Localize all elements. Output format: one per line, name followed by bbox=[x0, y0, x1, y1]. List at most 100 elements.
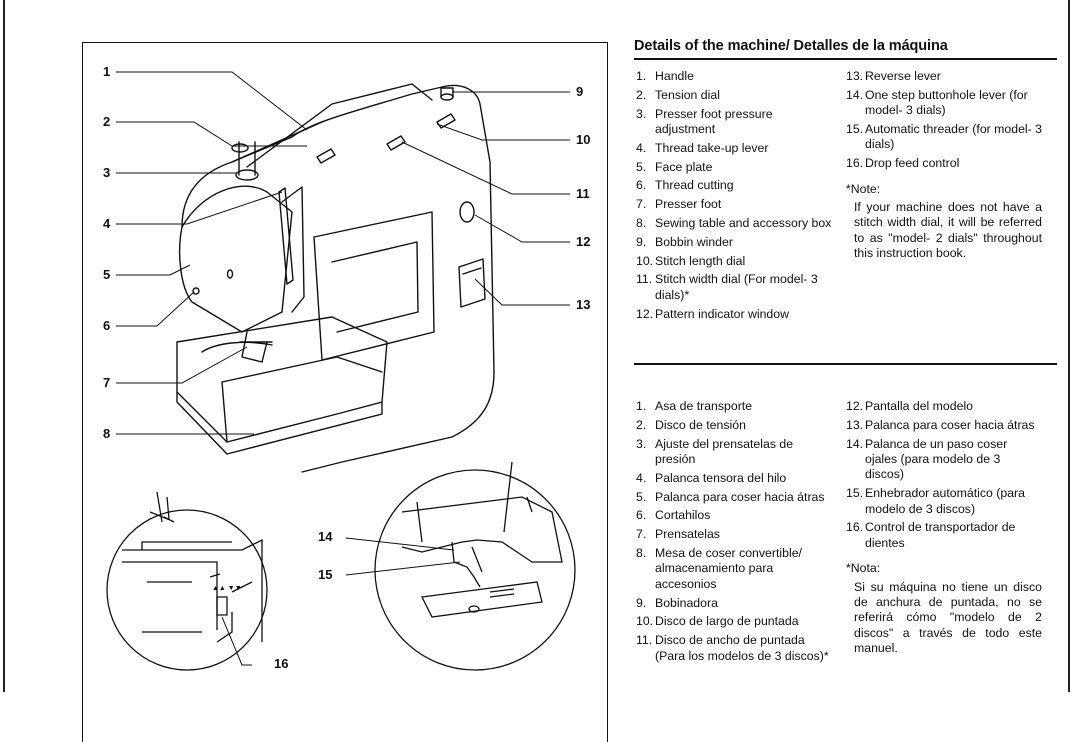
item-number: 6. bbox=[636, 508, 647, 523]
item-number: 16. bbox=[846, 520, 864, 535]
list-item: 12.Pattern indicator window bbox=[636, 307, 833, 322]
item-number: 16. bbox=[846, 156, 864, 171]
item-text: Pattern indicator window bbox=[655, 306, 789, 321]
note-body: Si su máquina no tiene un disco de anchu… bbox=[854, 579, 1042, 656]
item-number: 10. bbox=[636, 253, 654, 268]
list-item: 3. Ajuste del prensatelas de presión bbox=[636, 437, 833, 468]
list-item: 6.Cortahilos bbox=[636, 508, 833, 523]
item-number: 11. bbox=[636, 633, 653, 648]
callout-10: 10 bbox=[576, 132, 591, 147]
item-number: 12. bbox=[636, 306, 654, 321]
item-text: Asa de transporte bbox=[655, 399, 753, 413]
list-item: 5. Face plate bbox=[636, 160, 833, 175]
item-number: 9. bbox=[636, 595, 647, 610]
item-text: Presser foot bbox=[655, 197, 722, 212]
item-number: 4. bbox=[636, 140, 647, 155]
callout-6: 6 bbox=[103, 318, 111, 333]
item-text: Prensatelas bbox=[655, 527, 720, 542]
list-item: 8.Mesa de coser convertible/ almacenamie… bbox=[636, 546, 833, 592]
callout-13: 13 bbox=[576, 297, 591, 312]
item-text: Pantalla del modelo bbox=[865, 399, 974, 413]
item-text: Sewing table and accessory box bbox=[655, 215, 832, 230]
item-number: 13. bbox=[846, 417, 864, 432]
svg-text:▲▲ ▼▼: ▲▲ ▼▼ bbox=[212, 585, 242, 592]
list-item: 4.Palanca tensora del hilo bbox=[636, 471, 833, 486]
item-number: 5. bbox=[636, 159, 647, 174]
list-item: 16.Drop feed control bbox=[846, 156, 1042, 171]
item-number: 6. bbox=[636, 178, 647, 193]
bobbin-winder bbox=[440, 93, 454, 101]
item-number: 7. bbox=[636, 527, 647, 542]
list-item: 15.Automatic threader (for model- 3 dial… bbox=[846, 122, 1042, 153]
stitch-width-dial bbox=[386, 135, 406, 151]
item-text: Disco de ancho de puntada (Para los mode… bbox=[655, 633, 829, 663]
list-item: 5.Palanca para coser hacia átras bbox=[636, 490, 833, 505]
callout-11: 11 bbox=[576, 186, 590, 201]
list-item: 9.Bobbin winder bbox=[636, 235, 833, 250]
pattern-window bbox=[459, 201, 475, 223]
callout-5: 5 bbox=[103, 267, 111, 282]
note-heading: *Nota: bbox=[846, 561, 881, 576]
page-title: Details of the machine/ Detalles de la m… bbox=[634, 38, 948, 54]
item-number: 11. bbox=[636, 272, 653, 287]
item-text: Face plate bbox=[655, 159, 713, 174]
item-number: 5. bbox=[636, 489, 647, 504]
list-item: 6. Thread cutting bbox=[636, 178, 833, 193]
item-text: Reverse lever bbox=[865, 69, 941, 83]
item-number: 12. bbox=[846, 399, 864, 413]
sewing-table bbox=[176, 316, 388, 443]
item-text: Handle bbox=[655, 69, 694, 83]
list-item: 10.Stitch length dial bbox=[636, 254, 833, 269]
item-number: 14. bbox=[846, 436, 864, 451]
list-item: 16.Control de transportador de dientes bbox=[846, 520, 1042, 551]
item-number: 9. bbox=[636, 234, 647, 249]
list-item: 11.Stitch width dial (For model- 3 dials… bbox=[636, 272, 833, 303]
item-number: 15. bbox=[846, 122, 864, 136]
item-text: Control de transportador de dientes bbox=[865, 520, 1016, 550]
item-number: 1. bbox=[636, 69, 647, 83]
tension-dial bbox=[235, 169, 259, 181]
item-text: Stitch length dial bbox=[655, 253, 746, 268]
item-text: Thread take-up lever bbox=[655, 140, 769, 155]
list-item: 14.Palanca de un paso coser ojales (para… bbox=[846, 437, 1042, 483]
item-number: 4. bbox=[636, 470, 647, 485]
item-number: 8. bbox=[636, 215, 647, 230]
list-item: 1. Handle bbox=[636, 69, 833, 84]
item-text: Mesa de coser convertible/ almacenamient… bbox=[655, 545, 802, 591]
list-item: 14.One step buttonhole lever (for model-… bbox=[846, 88, 1042, 119]
arm-opening bbox=[313, 211, 435, 361]
illustration-frame bbox=[82, 42, 608, 742]
item-text: Ajuste del prensatelas de presión bbox=[655, 436, 794, 466]
list-item: 15.Enhebrador automático (para modelo de… bbox=[846, 486, 1042, 517]
item-text: Disco de tensión bbox=[655, 417, 746, 432]
list-item: 11.Disco de ancho de puntada (Para los m… bbox=[636, 633, 833, 664]
item-text: Thread cutting bbox=[655, 178, 734, 193]
list-item: 9.Bobinadora bbox=[636, 596, 833, 611]
item-number: 2. bbox=[636, 417, 647, 432]
face-plate bbox=[179, 185, 293, 333]
stitch-length-dial bbox=[316, 148, 336, 164]
item-text: Palanca para coser hacia átras bbox=[865, 417, 1035, 432]
item-number: 10. bbox=[636, 614, 654, 629]
detail-circle-threader bbox=[374, 469, 576, 671]
callout-12: 12 bbox=[576, 234, 591, 249]
list-item: 10.Disco de largo de puntada bbox=[636, 614, 833, 629]
list-item: 1.Asa de transporte bbox=[636, 399, 833, 414]
detail-circle-drop-feed bbox=[106, 509, 268, 671]
note-heading: *Note: bbox=[846, 181, 881, 196]
callout-16: 16 bbox=[274, 656, 289, 671]
callout-4: 4 bbox=[103, 216, 111, 231]
machine-handle bbox=[246, 83, 433, 168]
list-item: 2.Tension dial bbox=[636, 88, 833, 103]
item-number: 3. bbox=[636, 436, 647, 451]
machine-body bbox=[181, 84, 495, 473]
callout-2: 2 bbox=[103, 114, 111, 129]
list-item: 7. Prensatelas bbox=[636, 527, 833, 542]
callout-7: 7 bbox=[103, 375, 111, 390]
item-text: One step buttonhole lever (for model- 3 … bbox=[865, 87, 1028, 118]
callout-8: 8 bbox=[103, 426, 111, 441]
callout-3: 3 bbox=[103, 165, 111, 180]
item-text: Palanca de un paso coser ojales (para mo… bbox=[865, 436, 1008, 482]
